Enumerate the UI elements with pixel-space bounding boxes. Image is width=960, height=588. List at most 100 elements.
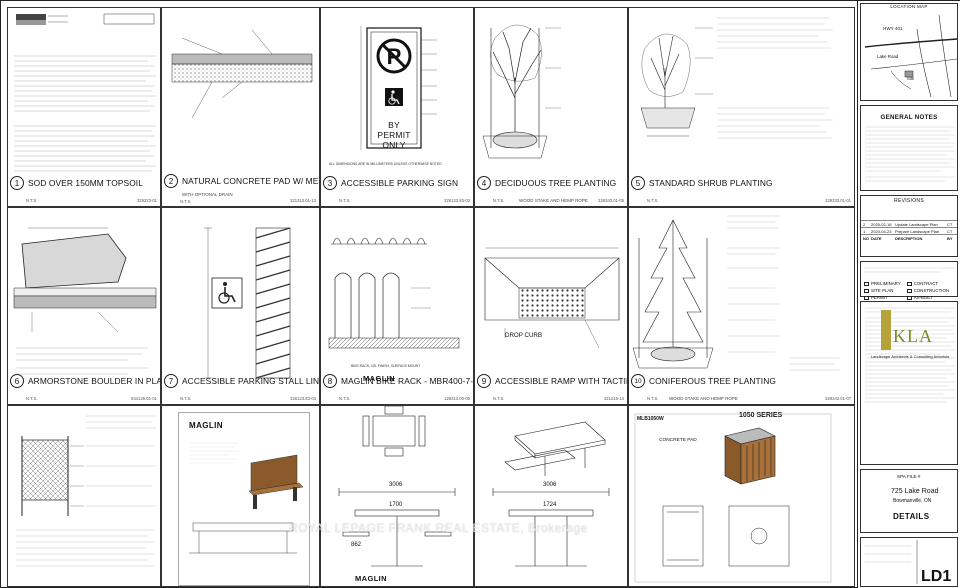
detail-9: DROP CURB 9 ACCESSIBLE RAMP WITH TACTILE… bbox=[474, 207, 628, 405]
detail-15: 1050 SERIES MLB1050W CONCRETE PAD bbox=[628, 405, 855, 587]
firm-logo-mark bbox=[881, 310, 891, 350]
detail-11 bbox=[7, 405, 161, 587]
detail-7: 7 ACCESSIBLE PARKING STALL LINES N.T.S. … bbox=[161, 207, 320, 405]
detail-scale: N.T.S. bbox=[493, 396, 505, 401]
status-label: PERMIT bbox=[871, 295, 888, 300]
status-checkbox bbox=[906, 295, 912, 300]
detail-13: 3006 1700 862 MAGLIN bbox=[320, 405, 474, 587]
accessible-ramp-drawing bbox=[484, 247, 620, 349]
spa-file: SPA FILE # bbox=[897, 474, 921, 479]
details-grid: 1 SOD OVER 150MM TOPSOIL N.T.S. 329223-0… bbox=[7, 7, 855, 587]
detail-code: 329333.01-01 bbox=[825, 198, 851, 203]
status-permit: PERMIT bbox=[864, 294, 901, 301]
detail-number: 5 bbox=[631, 176, 645, 190]
detail-5-title-row: 5 STANDARD SHRUB PLANTING bbox=[631, 174, 773, 192]
status-label: CONSTRUCTION bbox=[913, 288, 950, 293]
detail-number: 1 bbox=[10, 176, 24, 190]
detail-scale: N.T.S. bbox=[180, 199, 192, 204]
detail-code: 329223-01 bbox=[136, 198, 157, 203]
status-label: SITE PLAN bbox=[871, 288, 894, 293]
shrub-planting-drawing bbox=[640, 17, 833, 139]
drawing-status: PRELIMINARY SITE PLAN PERMIT CONTRACT CO… bbox=[860, 261, 958, 300]
table-dim-1724: 1724 bbox=[543, 502, 557, 508]
firm-logo: KLA bbox=[881, 310, 937, 350]
location-map-drawing bbox=[864, 14, 958, 98]
general-notes: GENERAL NOTES bbox=[860, 105, 958, 191]
general-notes-heading: GENERAL NOTES bbox=[880, 114, 938, 121]
detail-scale: N.T.S. bbox=[339, 198, 351, 203]
maglin-logo-12: MAGLIN bbox=[189, 421, 223, 430]
detail-subtitle: WITH OPTIONAL DRAIN bbox=[182, 192, 233, 197]
status-construction: CONSTRUCTION bbox=[906, 287, 950, 294]
fence-drawing bbox=[16, 415, 156, 567]
general-notes-text-lines bbox=[865, 126, 955, 182]
table-dim-3006-b: 3006 bbox=[543, 482, 557, 488]
picnic-table-iso-drawing bbox=[492, 421, 610, 567]
detail-note: WOOD STAKE AND HEMP ROPE bbox=[669, 396, 738, 401]
map-hwy-label: HWY 401 bbox=[883, 26, 903, 31]
detail-10: 10 CONIFEROUS TREE PLANTING N.T.S. WOOD … bbox=[628, 207, 855, 405]
status-grid: PRELIMINARY SITE PLAN PERMIT CONTRACT CO… bbox=[861, 280, 957, 301]
detail-code: 329343.01-07 bbox=[825, 396, 851, 401]
parking-sign-drawing: P bbox=[360, 26, 437, 150]
detail-title: ACCESSIBLE PARKING STALL LINES bbox=[182, 376, 320, 386]
detail-14: 3006 1724 bbox=[474, 405, 628, 587]
status-as-built: AS-BUILT bbox=[906, 294, 949, 301]
status-checkbox bbox=[864, 288, 869, 293]
rev-no: 2 bbox=[863, 221, 866, 227]
sheet-number: LD1 bbox=[921, 568, 952, 585]
detail-12: MAGLIN bbox=[161, 405, 320, 587]
detail-number: 4 bbox=[477, 176, 491, 190]
location-map-label: LOCATION MAP bbox=[890, 4, 928, 9]
detail-title: NATURAL CONCRETE PAD W/ MESH bbox=[182, 176, 320, 186]
detail-8-title-row: 8 MAGLIN BIKE RACK - MBR400-7-S bbox=[323, 372, 473, 390]
detail-9-title-row: 9 ACCESSIBLE RAMP WITH TACTILE INDICATOR… bbox=[477, 372, 627, 390]
detail-number: 8 bbox=[323, 374, 337, 388]
sheet-title: DETAILS bbox=[893, 512, 930, 521]
detail-note: WOOD STAKE AND HEMP ROPE bbox=[519, 198, 588, 203]
status-label: CONTRACT bbox=[913, 281, 939, 286]
detail-scale: N.T.S. bbox=[647, 396, 659, 401]
rev-desc: Update Landscape Plan bbox=[895, 221, 938, 227]
sod-section-drawing bbox=[14, 13, 156, 172]
drop-curb-label: DROP CURB bbox=[505, 332, 543, 339]
revision-row: 1 2024-04-23 Prepare Landscape Plan CT bbox=[861, 227, 957, 234]
detail-3: P BY PERMIT ONLY ALL DIMENSIONS ARE IN M… bbox=[320, 7, 474, 207]
status-label: AS-BUILT bbox=[913, 295, 934, 300]
detail-8: BIKE RACK, 1SL FINISH, SURFACE MOUNT MAG… bbox=[320, 207, 474, 405]
map-lake-road-label: Lake Road bbox=[877, 54, 899, 59]
detail-4-title-row: 4 DECIDUOUS TREE PLANTING bbox=[477, 174, 616, 192]
detail-2: 2 NATURAL CONCRETE PAD W/ MESH WITH OPTI… bbox=[161, 7, 320, 207]
coniferous-tree-drawing bbox=[632, 215, 839, 371]
detail-number: 2 bbox=[164, 174, 178, 188]
detail-1: 1 SOD OVER 150MM TOPSOIL N.T.S. 329223-0… bbox=[7, 7, 161, 207]
detail-code: 326123.83-02 bbox=[444, 198, 470, 203]
rev-no: 1 bbox=[863, 228, 866, 234]
status-label: PRELIMINARY bbox=[871, 281, 901, 286]
dims-note: ALL DIMENSIONS ARE IN MILLIMETERS UNLESS… bbox=[329, 162, 442, 166]
detail-number: 3 bbox=[323, 176, 337, 190]
revisions-table: REVISIONS 2 2025-02-18 Update Landscape … bbox=[860, 195, 958, 257]
detail-1-title-row: 1 SOD OVER 150MM TOPSOIL bbox=[10, 174, 143, 192]
table-dim-3006: 3006 bbox=[389, 482, 403, 488]
firm-name: Landscape Architects & Consulting Arbori… bbox=[870, 354, 950, 359]
detail-code: 326123.83-04 bbox=[290, 396, 316, 401]
receptacle-model: MLB1050W bbox=[637, 416, 664, 422]
detail-number: 7 bbox=[164, 374, 178, 388]
series-label: 1050 SERIES bbox=[739, 412, 783, 419]
parking-stall-drawing bbox=[204, 227, 291, 379]
sign-text-line2: ONLY bbox=[382, 140, 406, 150]
status-site-plan: SITE PLAN bbox=[864, 287, 901, 294]
rev-date: 2024-04-23 bbox=[871, 228, 892, 234]
revision-row: 2 2025-02-18 Update Landscape Plan CT bbox=[861, 220, 957, 227]
map-site-label: Site bbox=[907, 76, 915, 81]
sheet-number-block: LD1 bbox=[860, 537, 958, 587]
detail-4: 4 DECIDUOUS TREE PLANTING N.T.S. WOOD ST… bbox=[474, 7, 628, 207]
detail-title: ARMORSTONE BOULDER IN PLANTING BED bbox=[28, 376, 160, 386]
detail-scale: N.T.S. bbox=[26, 198, 38, 203]
detail-code: 321216-14 bbox=[603, 396, 624, 401]
detail-title: STANDARD SHRUB PLANTING bbox=[649, 178, 773, 188]
rev-by: CT bbox=[947, 221, 953, 227]
detail-title: CONIFEROUS TREE PLANTING bbox=[649, 376, 776, 386]
rev-header-by: BY bbox=[947, 235, 953, 241]
